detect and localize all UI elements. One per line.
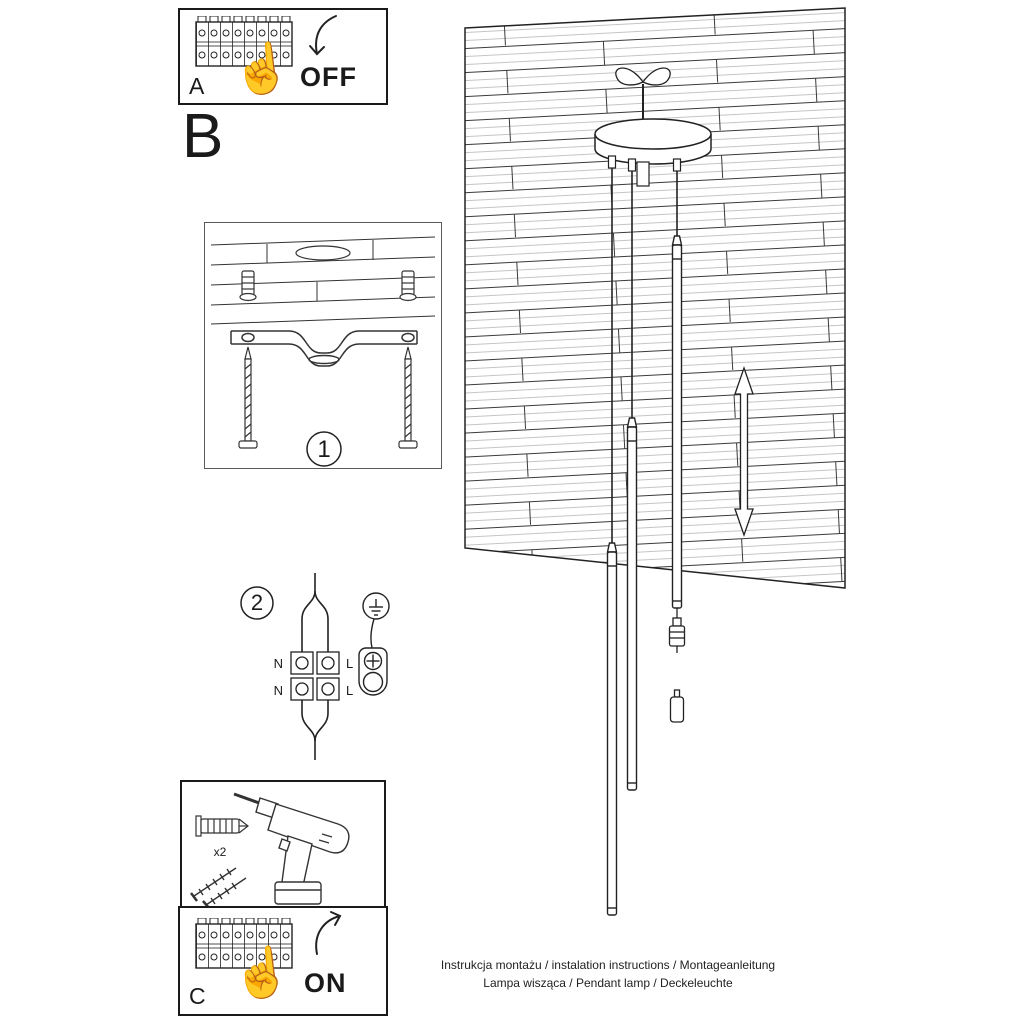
screw-right-icon [398, 346, 418, 449]
panel-a-power-off: ☝ A OFF [178, 8, 388, 105]
mounting-bracket [230, 330, 418, 367]
panel-c-drawing [195, 911, 342, 976]
power-state-off-label: OFF [300, 62, 357, 92]
panel-a-label: A [189, 73, 205, 99]
canopy [594, 118, 712, 165]
switch-on-arrow-icon [315, 911, 342, 955]
tools-drawing: x2 [190, 792, 350, 909]
panel-a-drawing [195, 15, 337, 74]
ground-symbol-icon [362, 592, 390, 620]
step-1-drawing: 1 [210, 236, 436, 467]
ground-connector-icon [358, 618, 388, 696]
height-adjust-arrow [734, 366, 754, 537]
terminal-strip-icon [195, 16, 293, 74]
bulb-connector-detail [668, 608, 686, 723]
step-2-drawing: 2 N L N L [240, 573, 390, 760]
hand-press-icon: ☝ [229, 944, 295, 1003]
wall-plug-right-icon [399, 270, 417, 302]
screws-icon [190, 867, 247, 909]
pendant-tube-right [671, 235, 683, 609]
pendant-tube-left [606, 542, 618, 916]
step-2-wiring: 2 N L N L [225, 565, 415, 777]
ceiling-planks [464, 7, 846, 589]
terminal-label-l-top: L [346, 656, 353, 671]
step-1-number: 1 [317, 436, 330, 463]
pendant-tube-middle [626, 417, 638, 791]
terminal-label-l-bottom: L [346, 683, 353, 698]
tools-panel: x2 [180, 780, 386, 912]
terminal-strip-icon [195, 918, 293, 976]
screw-left-icon [238, 346, 258, 449]
wall-plug-left-icon [239, 270, 257, 302]
panel-c-power-on: ☝ C ON [178, 906, 388, 1016]
footer-line-2: Lampa wisząca / Pendant lamp / Deckeleuc… [483, 976, 733, 990]
step-2-number: 2 [251, 590, 263, 615]
plug-count-label: x2 [214, 845, 227, 859]
step-1-number-badge: 1 [306, 431, 342, 467]
switch-off-arrow-icon [309, 15, 337, 56]
step-b-label: B [182, 102, 224, 171]
drill-icon [233, 792, 350, 905]
panel-c-label: C [189, 983, 206, 1009]
step-1-mounting-panel: 1 [204, 222, 442, 469]
wall-plug-icon [195, 815, 249, 837]
step-2-number-badge: 2 [240, 586, 274, 620]
terminal-label-n-bottom: N [274, 683, 283, 698]
hand-press-icon: ☝ [229, 40, 295, 99]
mains-wires [301, 573, 329, 760]
terminal-label-n-top: N [274, 656, 283, 671]
ceiling-hole [295, 245, 351, 261]
footer-line-1: Instrukcja montażu / instalation instruc… [440, 958, 776, 972]
terminal-block-icon [290, 651, 340, 701]
power-state-on-label: ON [304, 968, 347, 998]
suspension-cords [611, 168, 678, 552]
toggle-anchor-icon [615, 67, 671, 122]
pendant-lamp-illustration [464, 7, 846, 916]
footer-captions: Instrukcja montażu / instalation instruc… [372, 956, 844, 992]
